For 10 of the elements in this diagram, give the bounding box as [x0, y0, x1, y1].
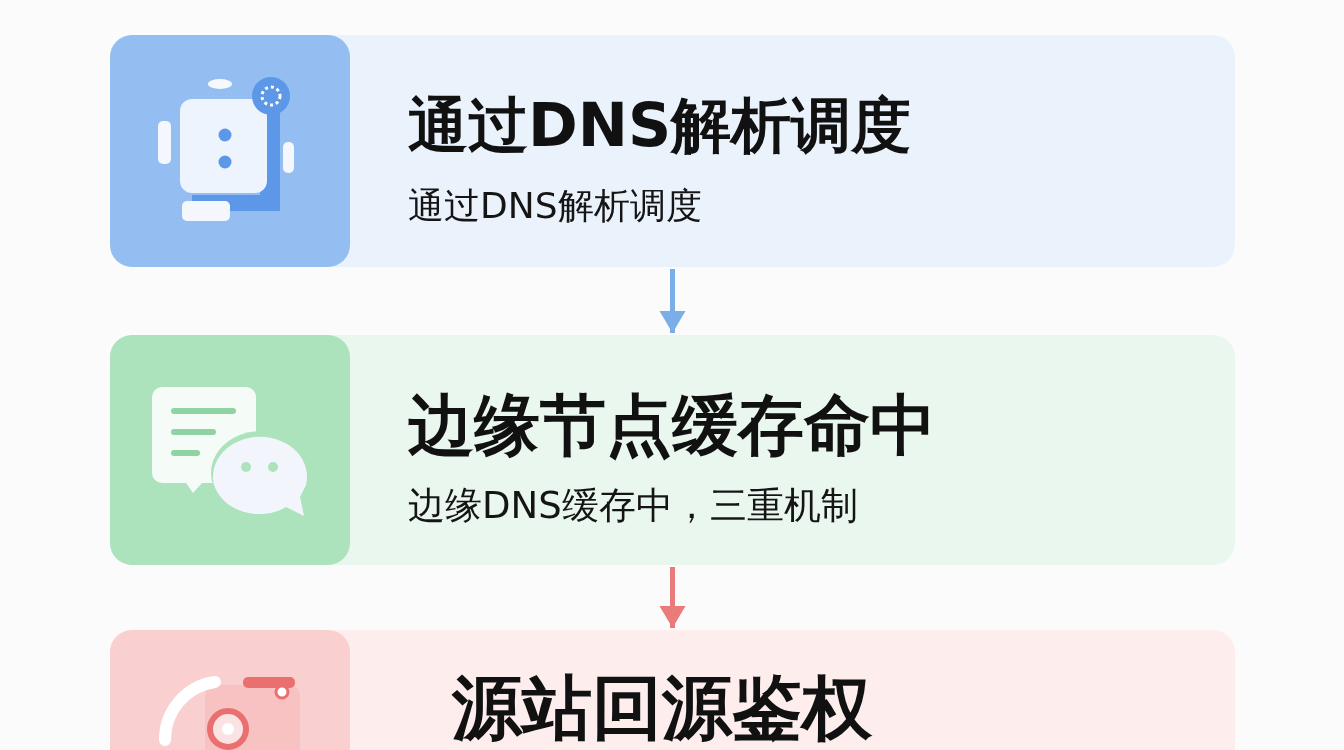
step-title: 边缘节点缓存命中 — [408, 393, 936, 459]
step-title: 源站回源鉴权 — [452, 673, 872, 743]
step-description: 边缘DNS缓存中，三重机制 — [408, 486, 858, 524]
step-card — [110, 35, 1235, 267]
step-description: 通过DNS解析调度 — [408, 188, 702, 224]
arrow — [659, 567, 686, 628]
arrow — [659, 269, 686, 333]
step-title: 通过DNS解析调度 — [408, 95, 912, 155]
step-card — [110, 335, 1235, 565]
step-card — [110, 630, 1235, 750]
